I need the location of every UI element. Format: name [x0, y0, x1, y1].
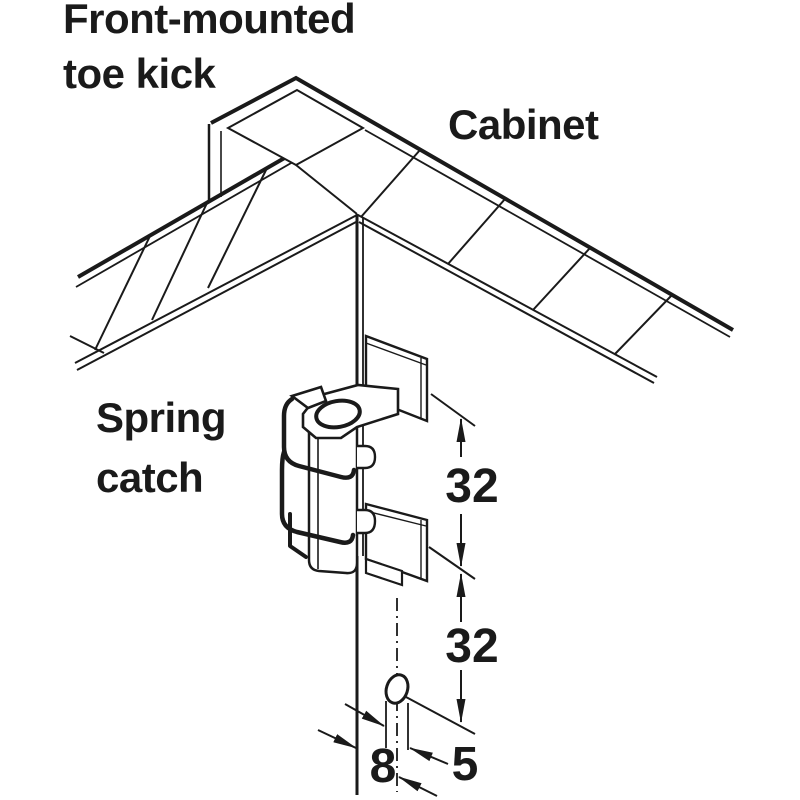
- drill-hole: [384, 673, 410, 705]
- catch-right-hook-lower: [357, 508, 377, 535]
- cabinet-lower-edge-inner-line: [358, 221, 655, 384]
- catch-spring-arm-upper: [281, 396, 357, 480]
- dimension-value-5: 5: [452, 738, 479, 791]
- toe-kick-lower-edge: [74, 214, 358, 364]
- dim-arrow-5-right: [409, 747, 449, 765]
- corner-outer-edges: [210, 75, 734, 332]
- cabinet-lower-edge: [357, 214, 658, 378]
- catch-spring-arm-lower: [279, 449, 356, 545]
- catch-upper-tab-edge-line: [365, 342, 427, 366]
- dimension-value-8: 8: [370, 740, 397, 793]
- corner-block-front-edge: [295, 164, 358, 215]
- toe-kick-cut-end-line: [69, 335, 105, 354]
- catch-body: [307, 426, 359, 575]
- dimension-annotations: [317, 393, 476, 797]
- dim-arrow-8-left: [317, 729, 357, 749]
- extension-line-hole: [405, 696, 476, 735]
- dimension-value-upper-32: 32: [445, 460, 498, 513]
- extension-line-lower-tab: [428, 546, 476, 580]
- title-line-2: toe kick: [63, 50, 217, 97]
- dim-arrow-8-right: [398, 776, 438, 797]
- catch-spring-top-flap: [289, 385, 328, 410]
- toe-kick-hatch-line: [207, 167, 268, 289]
- cabinet-outer-edge-inner-line: [364, 129, 731, 338]
- catch-lower-tab-edge-line: [365, 510, 427, 527]
- catch-right-hook-upper: [357, 444, 377, 470]
- spring-catch-label-line-1: Spring: [96, 394, 226, 441]
- catch-lower-tab: [364, 502, 429, 583]
- toe-kick-hatch-line: [94, 235, 151, 351]
- toe-kick-hatch-line: [151, 202, 208, 321]
- cabinet-hatch-line: [360, 149, 421, 218]
- corner-block-drawing: [207, 75, 734, 332]
- dim-arrow-5-left: [344, 703, 385, 727]
- spring-catch-label-line-2: catch: [96, 454, 203, 501]
- cabinet-hatch-line: [447, 198, 506, 265]
- extension-line-upper-tab: [430, 393, 476, 427]
- catch-bottom-wrap: [364, 557, 404, 587]
- cabinet-hatch-line: [614, 294, 673, 355]
- cabinet-label: Cabinet: [448, 101, 599, 148]
- drilling-pattern: [384, 598, 410, 792]
- cabinet-bottom-drawing: [357, 129, 731, 384]
- toe-kick-panel-drawing: [69, 124, 358, 371]
- catch-flange-hole: [314, 398, 362, 430]
- spring-catch-drawing: [279, 334, 429, 587]
- cabinet-hatch-line: [532, 247, 591, 311]
- title-line-1: Front-mounted: [63, 0, 355, 42]
- dimension-value-lower-32: 32: [445, 620, 498, 673]
- catch-spring-foot: [288, 512, 308, 559]
- toe-kick-lower-edge-inner-line: [76, 221, 357, 371]
